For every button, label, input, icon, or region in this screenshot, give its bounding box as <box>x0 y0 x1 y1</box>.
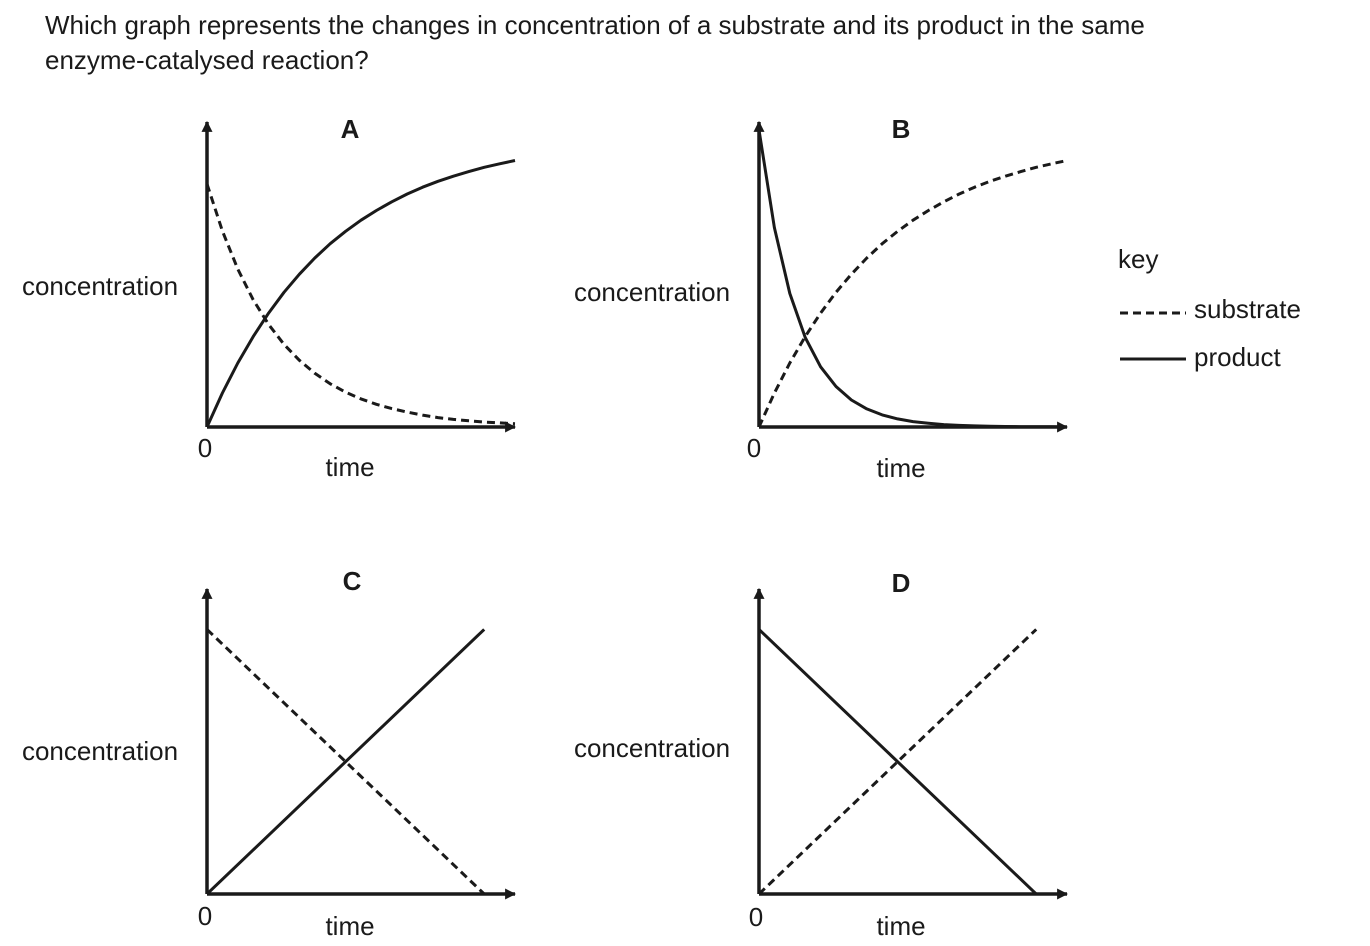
product-line-b <box>757 129 1068 429</box>
product-line-a <box>205 159 516 428</box>
legend-substrate-label: substrate <box>1194 294 1301 324</box>
y-axis-label-c: concentration <box>22 736 178 766</box>
origin-label-a: 0 <box>198 433 212 463</box>
product-line-d <box>757 628 1038 896</box>
graph-title-c: C <box>343 566 362 596</box>
y-axis-label-a: concentration <box>22 271 178 301</box>
question-line-1: Which graph represents the changes in co… <box>45 10 1145 40</box>
legend-product-label: product <box>1194 342 1281 372</box>
legend-title: key <box>1118 244 1158 274</box>
y-axis-label-d: concentration <box>574 733 730 763</box>
origin-label-b: 0 <box>747 433 761 463</box>
graph-title-d: D <box>892 568 911 598</box>
origin-label-c: 0 <box>198 901 212 931</box>
graph-title-b: B <box>892 114 911 144</box>
question-line-2: enzyme-catalysed reaction? <box>45 45 369 75</box>
x-axis-label-b: time <box>876 453 925 483</box>
graph-title-a: A <box>341 114 360 144</box>
x-axis-label-d: time <box>876 911 925 941</box>
question-text: Which graph represents the changes in co… <box>45 8 1365 78</box>
x-axis-label-c: time <box>325 911 374 941</box>
substrate-line-b <box>757 159 1068 428</box>
x-axis-label-a: time <box>325 452 374 482</box>
substrate-line-d <box>757 628 1038 896</box>
origin-label-d: 0 <box>749 902 763 932</box>
legend: key substrate product <box>1118 244 1301 372</box>
substrate-line-c <box>205 628 486 896</box>
substrate-line-a <box>205 183 516 426</box>
graph-panels: Aconcentration0timeBconcentration0timeCc… <box>22 114 1069 941</box>
product-line-c <box>205 628 486 896</box>
y-axis-label-b: concentration <box>574 277 730 307</box>
